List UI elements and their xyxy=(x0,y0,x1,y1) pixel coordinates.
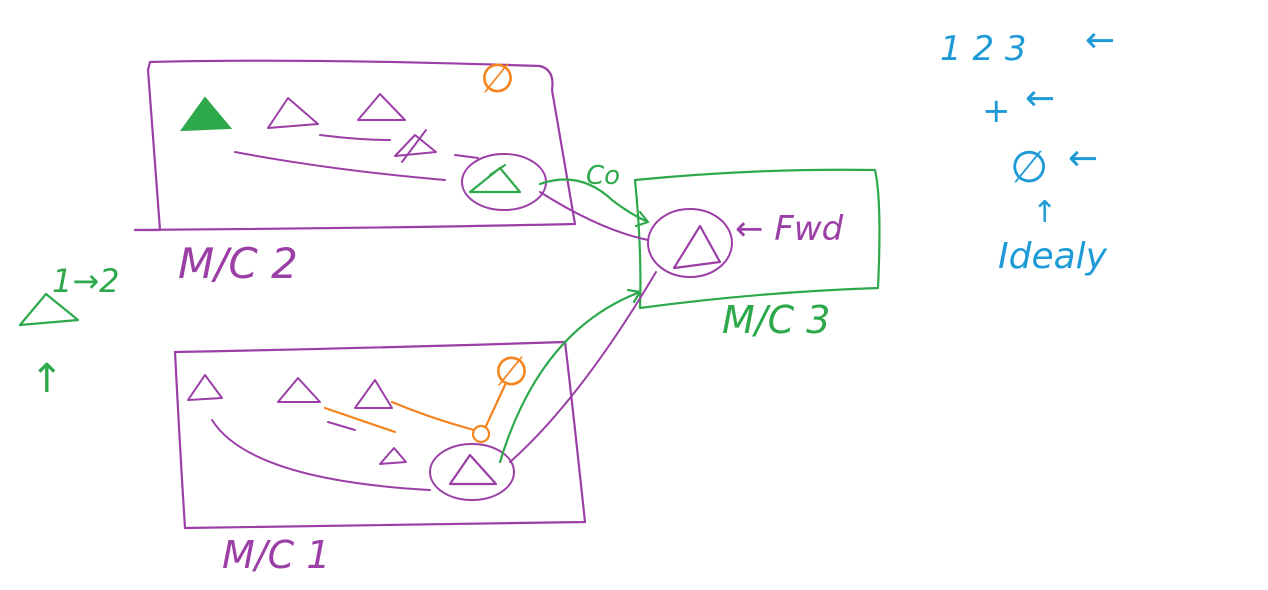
machine-1-orange-empty-symbol: ∅ xyxy=(494,349,529,395)
legend-numbers: 1 2 3 xyxy=(940,29,1027,69)
machine-1-group: ∅ M/C 1 xyxy=(173,340,587,577)
machine-1-small-triangle xyxy=(379,447,407,465)
legend-idealy-label: Idealy xyxy=(998,236,1108,277)
machine-2-node-triangle xyxy=(267,97,319,129)
machine-2-node-triangle xyxy=(357,93,406,121)
machine-2-chain-line xyxy=(454,154,479,159)
legend-empty-symbol: ∅ xyxy=(1010,142,1048,193)
machine-1-orange-line xyxy=(390,400,476,432)
machine-1-orange-node xyxy=(471,424,491,444)
machine-2-chain-line xyxy=(234,151,446,181)
machine-1-node-triangle xyxy=(354,379,393,409)
machine-3-forward-note: ← Fwd xyxy=(735,209,844,249)
machine-3-circled-triangle xyxy=(672,224,722,270)
left-note-up-arrow: ↑ xyxy=(30,356,64,402)
legend-plus-arrow: ← xyxy=(1025,78,1055,119)
machine-3-label: M/C 3 xyxy=(722,298,830,342)
machine-1-highlight-circle xyxy=(429,443,515,501)
machine-3-highlight-circle xyxy=(647,208,733,278)
machine-1-chain-line xyxy=(211,419,431,491)
machine-1-node-triangle xyxy=(277,377,321,403)
machine-2-chain-line xyxy=(319,134,391,141)
machine-1-circled-triangle xyxy=(448,453,498,486)
machine-2-highlight-circle xyxy=(461,153,547,211)
machine-1-chain-line xyxy=(327,421,356,431)
machine-1-node-triangle xyxy=(187,374,223,401)
machine-2-node-green-triangle xyxy=(179,96,233,132)
connector-mc2-to-mc3 xyxy=(539,191,649,241)
legend-up-arrow: ↑ xyxy=(1032,195,1057,230)
machine-2-circled-triangle xyxy=(468,163,522,194)
legend-group: 1 2 3 ← + ← ∅ ← ↑ Idealy xyxy=(940,20,1115,277)
left-note-triangle xyxy=(18,292,80,327)
machine-3-group: ← Fwd M/C 3 xyxy=(633,168,881,342)
machine-1-label: M/C 1 xyxy=(222,533,330,577)
green-arrow-mc2-to-mc3 xyxy=(538,178,650,228)
machine-1-orange-line xyxy=(323,406,397,434)
green-connection-note: Co xyxy=(586,161,620,191)
legend-numbers-arrow: ← xyxy=(1085,20,1115,61)
legend-empty-arrow: ← xyxy=(1068,138,1098,179)
machine-1-box xyxy=(173,340,587,530)
connector-mc1-to-mc3 xyxy=(509,271,657,463)
machine-2-box xyxy=(133,59,577,232)
left-note-step: 1→2 xyxy=(52,262,120,300)
machine-1-orange-line xyxy=(484,383,507,428)
machine-2-orange-empty-symbol: ∅ xyxy=(480,56,515,102)
machine-2-label: M/C 2 xyxy=(178,239,298,288)
machine-2-node-crossed-triangle xyxy=(394,129,437,163)
left-note-group: 1→2 ↑ xyxy=(18,262,120,402)
machine-2-group: ∅ M/C 2 xyxy=(133,56,577,288)
green-arrow-mc1-to-mc3 xyxy=(498,288,642,464)
machine-3-box xyxy=(633,168,881,310)
legend-plus: + xyxy=(982,91,1011,131)
